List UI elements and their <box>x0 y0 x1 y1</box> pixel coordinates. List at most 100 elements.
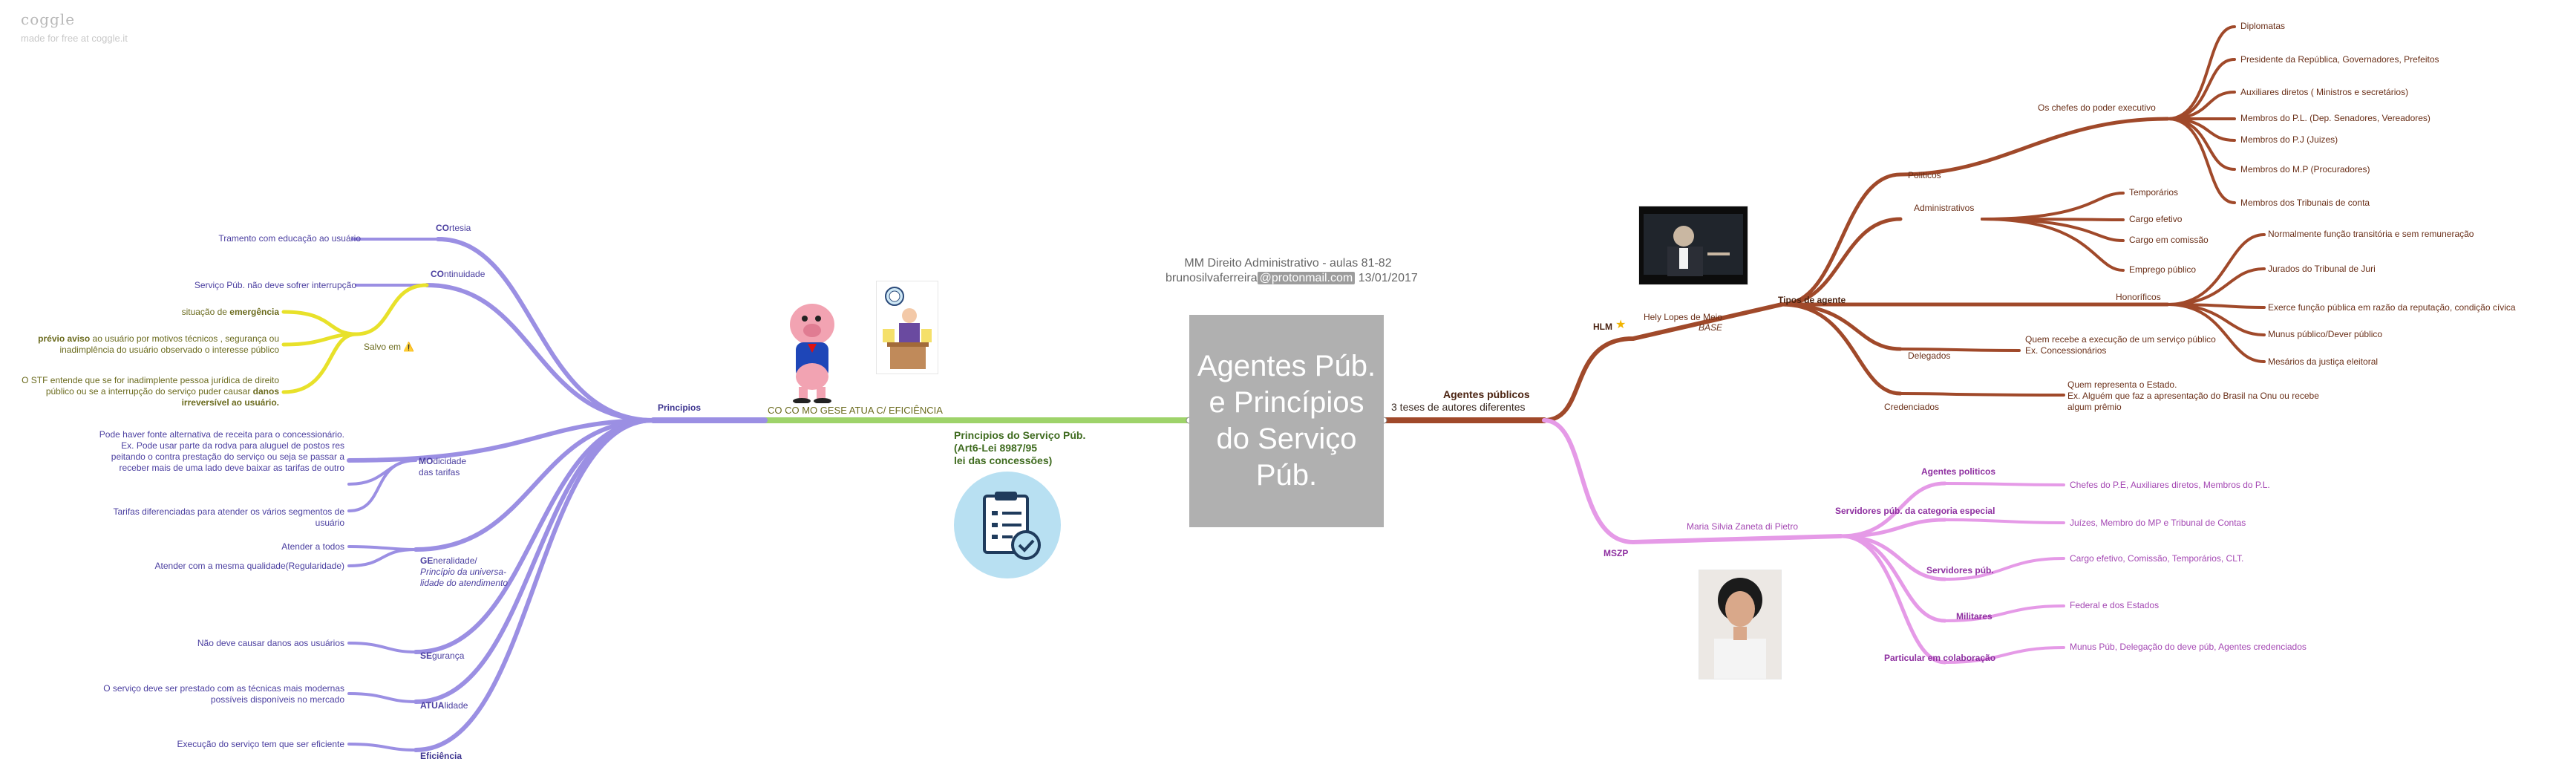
generalidade-item-1[interactable]: Atender a todos <box>281 541 344 552</box>
mszp-cat-5[interactable]: Particular em colaboração <box>1884 653 1996 663</box>
node-mszp[interactable]: MSZP <box>1604 548 1629 558</box>
eficiencia-item[interactable]: Execução do serviço tem que ser eficient… <box>177 739 344 749</box>
credenciados-text[interactable]: Quem representa o Estado. Ex. Alguém que… <box>2067 379 2319 412</box>
atualidade-bold: ATUA <box>420 700 445 711</box>
link-mszp-item-4 <box>1944 604 2065 622</box>
node-honorificos[interactable]: Honoríficos <box>2116 292 2161 302</box>
mszp-item-5[interactable]: Munus Púb, Delegação do deve púb, Agente… <box>2070 642 2307 652</box>
node-chefes[interactable]: Os chefes do poder executivo <box>2038 102 2156 113</box>
mszp-cat-1[interactable]: Agentes politicos <box>1921 466 1996 477</box>
item-hon-3[interactable]: Exerce função pública em razão da reputa… <box>2268 302 2516 313</box>
link-eficiencia-item <box>347 743 417 751</box>
item-presidente[interactable]: Presidente da República, Governadores, P… <box>2240 54 2439 65</box>
link-mszp-2 <box>1839 518 1947 538</box>
node-principios[interactable]: Principios <box>658 402 702 413</box>
seguranca-rest: gurança <box>432 651 465 661</box>
mszp-author: Maria Silvia Zaneta di Pietro <box>1687 521 1799 532</box>
link-hon-5 <box>2166 303 2266 363</box>
item-auxiliares[interactable]: Auxiliares diretos ( Ministros e secretá… <box>2240 87 2409 97</box>
link-atualidade-item <box>347 692 417 703</box>
seguranca-item[interactable]: Não deve causar danos aos usuários <box>197 638 344 648</box>
header-date: 13/01/2017 <box>1358 272 1418 284</box>
link-adm-4 <box>1981 218 2125 272</box>
item-membros-pl[interactable]: Membros do P.L. (Dep. Senadores, Vereado… <box>2240 113 2430 123</box>
center-node[interactable]: Agentes Púb. e Princípios do Serviço Púb… <box>1189 315 1384 527</box>
mszp-cat-2[interactable]: Servidores púb. da categoria especial <box>1835 506 1995 516</box>
item-emprego-publico[interactable]: Emprego público <box>2129 264 2197 275</box>
link-credenciados-text <box>1899 392 2065 397</box>
node-agentes-publicos[interactable]: Agentes públicos <box>1443 388 1530 400</box>
mszp-item-1[interactable]: Chefes do P.E, Auxiliares diretos, Membr… <box>2070 480 2270 490</box>
link-modicidade-2 <box>347 459 417 512</box>
generalidade-item-2[interactable]: Atender com a mesma qualidade(Regularida… <box>154 561 344 571</box>
node-politicos[interactable]: Politicos <box>1908 170 1941 180</box>
delegados-text[interactable]: Quem recebe a execução de um serviço púb… <box>2025 334 2216 356</box>
link-mszp-item-5 <box>1944 646 2065 664</box>
made-with-link[interactable]: made for free at coggle.it <box>21 33 128 44</box>
header-email: @protonmail.com <box>1257 272 1356 284</box>
modicidade-item-1[interactable]: Pode haver fonte alternativa de receita … <box>99 429 344 473</box>
node-hlm[interactable]: HLM <box>1593 322 1612 332</box>
continuidade-item[interactable]: Serviço Púb. não deve sofrer interrupção <box>194 280 356 290</box>
link-mszp-item-3 <box>1944 557 2065 581</box>
salvo-item-3[interactable]: O STF entende que se for inadimplente pe… <box>7 375 279 408</box>
item-temporarios[interactable]: Temporários <box>2129 187 2179 198</box>
modicidade-item-2[interactable]: Tarifas diferenciadas para atender os vá… <box>113 506 344 528</box>
node-cortesia[interactable]: COrtesia <box>436 223 471 234</box>
link-mszp-item-2 <box>1944 518 2065 524</box>
node-credenciados[interactable]: Credenciados <box>1884 402 1940 412</box>
item-hon-5[interactable]: Mesários da justiça eleitoral <box>2268 356 2379 367</box>
item-cargo-comissao[interactable]: Cargo em comissão <box>2129 235 2209 245</box>
item-membros-mp[interactable]: Membros do M.P (Procuradores) <box>2240 164 2370 175</box>
item-hon-4[interactable]: Munus público/Dever público <box>2268 329 2383 339</box>
node-generalidade[interactable]: GEneralidade/ <box>420 555 477 567</box>
mszp-item-3[interactable]: Cargo efetivo, Comissão, Temporários, CL… <box>2070 553 2244 564</box>
node-salvo[interactable]: Salvo em ⚠️ <box>364 342 415 352</box>
link-hon-4 <box>2166 303 2266 336</box>
header-author: brunosilvaferreira <box>1166 272 1258 284</box>
item-diplomatas[interactable]: Diplomatas <box>2240 21 2286 31</box>
link-seguranca-item <box>347 642 417 653</box>
node-continuidade[interactable]: COntinuidade <box>431 269 485 280</box>
node-delegados[interactable]: Delegados <box>1908 350 1951 361</box>
link-mszp-item-1 <box>1944 482 2065 486</box>
link-mszp-5 <box>1839 534 1947 665</box>
coggle-logo[interactable]: coggle <box>21 10 76 28</box>
item-hon-1[interactable]: Normalmente função transitória e sem rem… <box>2268 229 2474 239</box>
item-membros-tribunais[interactable]: Membros dos Tribunais de conta <box>2240 198 2370 208</box>
generalidade-bold: GE <box>420 555 434 566</box>
salvo-1-bold: emergência <box>229 307 279 317</box>
generalidade-rest: neralidade/ <box>433 555 477 566</box>
hlm-author: Hely Lopes de Meio <box>1643 312 1722 322</box>
cortesia-item[interactable]: Tramento com educação ao usuário <box>218 233 361 244</box>
mszp-cat-4[interactable]: Militares <box>1956 611 1993 622</box>
mszp-item-4[interactable]: Federal e dos Estados <box>2070 600 2160 610</box>
item-cargo-efetivo[interactable]: Cargo efetivo <box>2129 214 2183 224</box>
salvo-3-pre: O STF entende que se for inadimplente pe… <box>22 375 279 397</box>
mnemonic-label[interactable]: CO CO MO GESE ATUA C/ EFICIÊNCIA <box>768 405 943 416</box>
node-principios-servico[interactable]: Principios do Serviço Púb. (Art6-Lei 898… <box>954 429 1086 466</box>
item-membros-pj[interactable]: Membros do P.J (Juizes) <box>2240 134 2338 145</box>
node-tipos-de-agente[interactable]: Tipos de agente <box>1778 295 1846 305</box>
continuidade-bold: CO <box>431 269 444 279</box>
node-eficiencia[interactable]: Eficiência <box>420 751 462 761</box>
link-delegados <box>1779 302 1903 351</box>
mszp-item-2[interactable]: Juízes, Membro do MP e Tribunal de Conta… <box>2070 518 2246 528</box>
porky-pig-image <box>769 295 855 404</box>
atualidade-item[interactable]: O serviço deve ser prestado com as técni… <box>103 683 344 705</box>
node-modicidade[interactable]: MOdicidade das tarifas <box>419 456 466 478</box>
item-hon-2[interactable]: Jurados do Tribunal de Juri <box>2268 264 2376 274</box>
link-generalidade-2 <box>347 548 417 567</box>
node-administrativos[interactable]: Administrativos <box>1914 203 1975 213</box>
salvo-item-2[interactable]: prévio aviso ao usuário por motivos técn… <box>15 333 279 356</box>
mszp-cat-3[interactable]: Servidores púb. <box>1926 565 1994 576</box>
node-atualidade[interactable]: ATUAlidade <box>420 700 468 711</box>
salvo-item-1[interactable]: situação de emergência <box>45 307 279 318</box>
node-seguranca[interactable]: SEgurança <box>420 651 464 662</box>
link-adm-1 <box>1981 192 2125 221</box>
center-title: Agentes Púb. e Princípios do Serviço Púb… <box>1197 350 1376 492</box>
seguranca-bold: SE <box>420 651 433 661</box>
maria-photo <box>1699 570 1782 679</box>
